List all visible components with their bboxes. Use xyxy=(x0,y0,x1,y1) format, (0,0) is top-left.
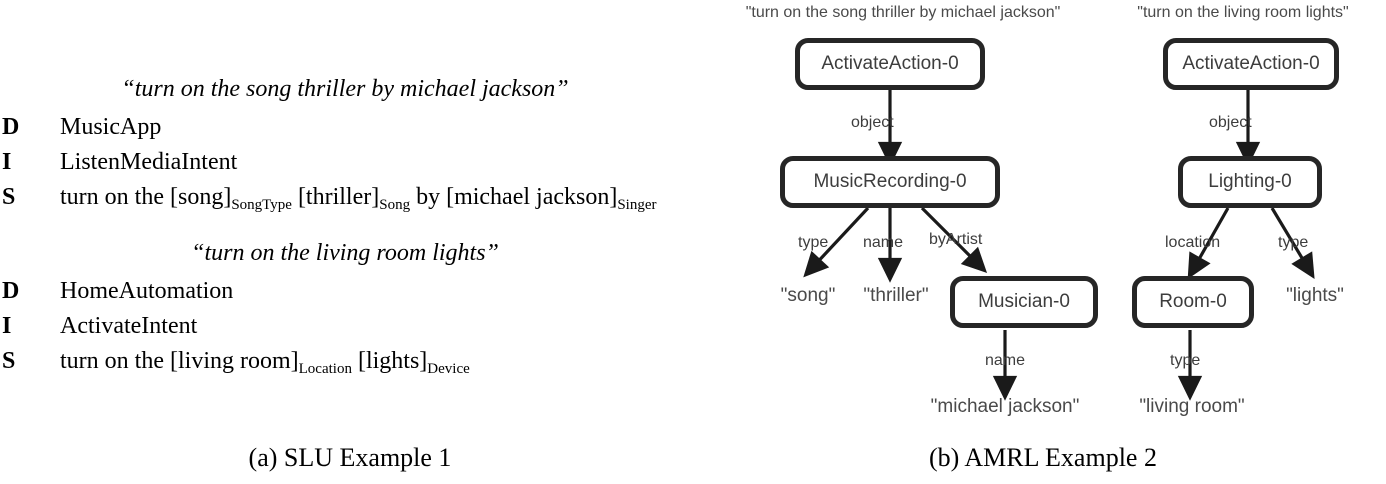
slu-row-domain-2: D HomeAutomation xyxy=(0,274,700,309)
leaf-living-room-value: "living room" xyxy=(1139,396,1245,417)
node-activate-action-2[interactable]: ActivateAction-0 xyxy=(1163,38,1339,90)
slot-prefix-2: turn on the xyxy=(60,348,170,374)
slu-value-intent-2: ActivateIntent xyxy=(60,313,198,339)
slu-value-slots-2: turn on the [living room]Location [light… xyxy=(60,344,470,382)
slot-token-2-1: [lights] xyxy=(357,348,428,374)
amrl-graph-title-2: "turn on the living room lights" xyxy=(1137,4,1349,21)
caption-slu-example: (a) SLU Example 1 xyxy=(248,443,452,472)
slu-key-slots-1: S xyxy=(2,184,16,210)
amrl-panel: "turn on the song thriller by michael ja… xyxy=(700,0,1386,484)
slot-token-1-1: [thriller] xyxy=(297,184,380,210)
slu-key-slots-2: S xyxy=(2,348,16,374)
slot-sub-2-1: Device xyxy=(427,361,470,377)
slu-row-intent-2: I ActivateIntent xyxy=(0,309,700,344)
slu-rows-1: D MusicApp I ListenMediaIntent S turn on… xyxy=(0,110,700,215)
leaf-thriller-value: "thriller" xyxy=(863,285,929,306)
slot-sub-1-1: Song xyxy=(379,197,411,213)
slot-sub-1-2: Singer xyxy=(617,197,657,213)
slot-prefix-1: turn on the xyxy=(60,184,170,210)
node-activate-action-1[interactable]: ActivateAction-0 xyxy=(795,38,985,90)
slu-key-domain-2: D xyxy=(2,278,20,304)
edge-label-type-1: type xyxy=(798,234,829,251)
edge-label-type-2: type xyxy=(1278,234,1309,251)
leaf-michael-jackson-value: "michael jackson" xyxy=(930,396,1080,417)
slu-panel: “turn on the song thriller by michael ja… xyxy=(0,74,700,379)
leaf-song-value: "song" xyxy=(780,285,836,306)
slu-example-2: “turn on the living room lights” D HomeA… xyxy=(0,238,700,379)
slot-token-1-0: [song] xyxy=(169,184,232,210)
leaf-lights-value: "lights" xyxy=(1286,285,1344,306)
caption-amrl-example: (b) AMRL Example 2 xyxy=(929,443,1157,472)
slu-value-domain-1: MusicApp xyxy=(60,114,162,140)
edge-label-name-2: name xyxy=(985,352,1026,369)
slu-row-domain-1: D MusicApp xyxy=(0,110,700,145)
slot-sub-2-0: Location xyxy=(298,361,352,377)
slu-key-domain-1: D xyxy=(2,114,20,140)
slu-row-intent-1: I ListenMediaIntent xyxy=(0,145,700,180)
slu-key-intent-1: I xyxy=(2,149,12,175)
slu-example-1: “turn on the song thriller by michael ja… xyxy=(0,74,700,215)
node-lighting[interactable]: Lighting-0 xyxy=(1178,156,1322,208)
edge-label-byartist: byArtist xyxy=(929,231,983,248)
slu-utterance-1: “turn on the song thriller by michael ja… xyxy=(121,76,569,102)
node-room[interactable]: Room-0 xyxy=(1132,276,1254,328)
edge-label-name-1: name xyxy=(863,234,904,251)
slu-value-slots-1: turn on the [song]SongType [thriller]Son… xyxy=(60,180,657,218)
edge-label-type-3: type xyxy=(1170,352,1201,369)
slu-key-intent-2: I xyxy=(2,313,12,339)
node-musician[interactable]: Musician-0 xyxy=(950,276,1098,328)
edge-label-object-2: object xyxy=(1209,114,1252,131)
slot-infix-1: by xyxy=(410,184,447,210)
edge-label-object-1: object xyxy=(851,114,894,131)
slu-rows-2: D HomeAutomation I ActivateIntent S turn… xyxy=(0,274,700,379)
slot-token-1-2: [michael jackson] xyxy=(446,184,618,210)
node-music-recording[interactable]: MusicRecording-0 xyxy=(780,156,1000,208)
slot-sub-1-0: SongType xyxy=(231,197,292,213)
amrl-graph-title-1: "turn on the song thriller by michael ja… xyxy=(745,4,1061,21)
slu-utterance-2: “turn on the living room lights” xyxy=(191,240,499,266)
edge-label-location: location xyxy=(1165,234,1221,251)
slu-value-domain-2: HomeAutomation xyxy=(60,278,234,304)
slu-row-slots-2: S turn on the [living room]Location [lig… xyxy=(0,344,700,379)
slu-value-intent-1: ListenMediaIntent xyxy=(60,149,238,175)
slu-row-slots-1: S turn on the [song]SongType [thriller]S… xyxy=(0,180,700,215)
slot-token-2-0: [living room] xyxy=(169,348,299,374)
